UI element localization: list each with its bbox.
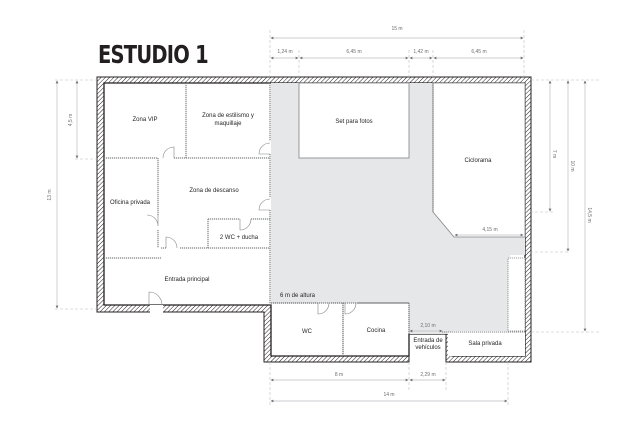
dimension-guides: [55, 30, 600, 406]
set-para-fotos: [298, 82, 410, 159]
dim-left-vip: 4,5 m: [68, 114, 74, 127]
dim-left-total: 13 m: [47, 189, 53, 200]
label-set-fotos: Set para fotos: [335, 119, 372, 125]
dim-ciclorama-width: 4,15 m: [482, 227, 497, 233]
label-wc-ducha: 2 WC + ducha: [220, 235, 259, 241]
page-title: ESTUDIO 1: [98, 40, 209, 69]
label-wc: WC: [302, 329, 313, 335]
dim-right-7: 7 m: [551, 150, 557, 158]
label-descanso: Zona de descanso: [189, 188, 239, 194]
wc-room: [272, 304, 342, 355]
label-estilismo-2: maquillaje: [214, 121, 242, 127]
dim-top-3: 1,42 m: [413, 49, 428, 55]
dim-top-2: 6,45 m: [346, 49, 361, 55]
label-ciclorama: Ciclorama: [464, 158, 492, 164]
label-entrada-principal: Entrada principal: [164, 277, 209, 283]
label-cocina: Cocina: [367, 328, 386, 334]
label-zona-vip: Zona VIP: [132, 117, 157, 123]
label-entrada-vehiculos-2: vehículos: [415, 345, 440, 351]
dim-top-total: 15 m: [391, 26, 402, 32]
dim-bottom-2-29: 2,29 m: [420, 372, 435, 378]
doors: [146, 142, 357, 315]
dim-right-10: 10 m: [569, 160, 575, 171]
label-sala-privada: Sala privada: [468, 341, 502, 347]
dimension-lines: [55, 36, 587, 403]
cocina-room: [344, 304, 408, 355]
sala-privada: [448, 332, 525, 356]
ciclorama: [432, 82, 526, 238]
dim-right-14-5: 14,5 m: [586, 207, 592, 222]
label-oficina: Oficina privada: [110, 200, 151, 206]
label-estilismo-1: Zona de estilismo y: [202, 113, 254, 119]
main-entrance-gap[interactable]: [150, 305, 163, 313]
label-altura: 6 m de altura: [280, 293, 316, 299]
label-entrada-vehiculos-1: Entrada de: [413, 338, 443, 344]
storage-room: [507, 257, 526, 332]
dim-top-4: 6,45 m: [471, 49, 486, 55]
dim-bottom-8: 8 m: [335, 372, 343, 378]
dim-top-1: 1,24 m: [277, 49, 292, 55]
dim-bottom-total: 14 m: [383, 392, 394, 398]
dim-vehicle-door: 2,10 m: [420, 323, 435, 329]
